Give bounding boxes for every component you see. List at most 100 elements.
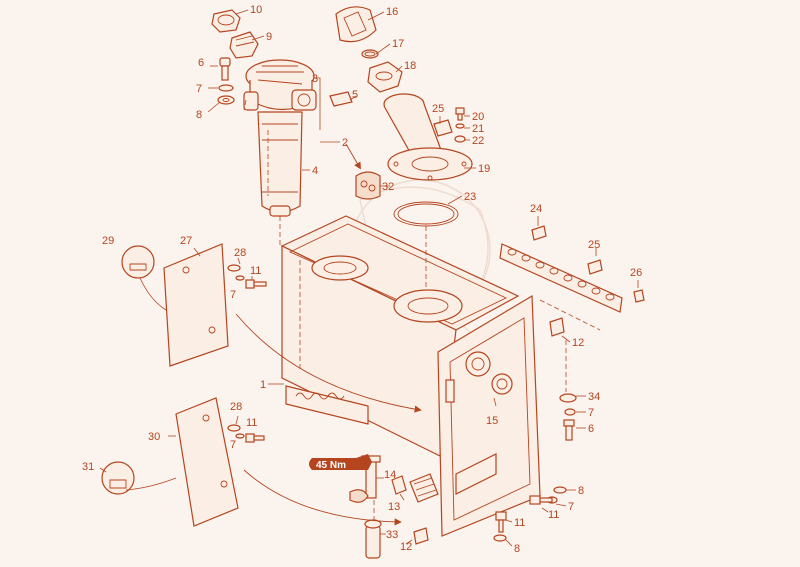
washer-8-right xyxy=(553,486,567,494)
washer-8-bottom xyxy=(493,534,507,542)
callout-14: 14 xyxy=(384,469,396,481)
callout-7-right: 7 xyxy=(588,407,594,419)
filter-cap-10 xyxy=(211,9,241,33)
callout-6-top: 6 xyxy=(198,57,204,69)
callout-22: 22 xyxy=(472,135,484,147)
callout-25-top: 25 xyxy=(432,103,444,115)
bolt-11-bottom xyxy=(495,511,507,533)
bracket-27 xyxy=(163,243,229,367)
plug-25 xyxy=(587,259,603,275)
callout-7-left: 7 xyxy=(230,289,236,301)
spring-13 xyxy=(349,489,369,503)
breather-cap-16 xyxy=(335,6,377,43)
callout-24: 24 xyxy=(530,203,542,215)
drain-plug xyxy=(409,473,439,503)
valve-5 xyxy=(329,91,353,107)
callout-4: 4 xyxy=(312,165,318,177)
callout-6-right: 6 xyxy=(588,423,594,435)
screw-6-top xyxy=(219,57,231,81)
callout-19: 19 xyxy=(478,163,490,175)
callout-7-lower: 7 xyxy=(568,501,574,513)
callout-31: 31 xyxy=(82,461,94,473)
gasket-23 xyxy=(393,201,459,227)
callout-20: 20 xyxy=(472,111,484,123)
washer-22 xyxy=(454,135,466,143)
plug-13 xyxy=(391,475,407,495)
fitting-9 xyxy=(229,31,259,59)
callout-21: 21 xyxy=(472,123,484,135)
callout-12-bottom: 12 xyxy=(400,541,412,553)
callout-5: 5 xyxy=(352,89,358,101)
callout-7-bottom-left: 7 xyxy=(230,439,236,451)
bolt-11-bottom-left xyxy=(245,433,265,443)
washer-8-top xyxy=(217,95,235,105)
callout-8-top: 8 xyxy=(196,109,202,121)
clip-12-top xyxy=(549,317,565,337)
callout-29: 29 xyxy=(102,235,114,247)
torque-badge-label: 45 Nm xyxy=(316,460,346,471)
callout-10: 10 xyxy=(250,4,262,16)
screw-20 xyxy=(455,107,465,121)
detail-31 xyxy=(101,461,177,495)
callout-28-bottom: 28 xyxy=(230,401,242,413)
callout-3: 3 xyxy=(312,73,318,85)
level-strip xyxy=(499,243,623,313)
filter-head-3 xyxy=(243,59,317,111)
callout-32: 32 xyxy=(382,181,394,193)
callout-23: 23 xyxy=(464,191,476,203)
tank-side-panel xyxy=(437,294,541,537)
washer-7-left xyxy=(235,275,245,281)
callout-17: 17 xyxy=(392,38,404,50)
rod-33 xyxy=(364,519,382,559)
grommet-34 xyxy=(559,393,577,403)
callout-28-top: 28 xyxy=(234,247,246,259)
callout-8-bottom: 8 xyxy=(514,543,520,555)
plug-24 xyxy=(531,225,547,241)
callout-11-right: 11 xyxy=(548,509,559,521)
callout-26: 26 xyxy=(630,267,642,279)
callout-7-top: 7 xyxy=(196,83,202,95)
callout-30: 30 xyxy=(148,431,160,443)
callout-2: 2 xyxy=(342,137,348,149)
bolt-11-right xyxy=(529,495,553,505)
washer-28-top xyxy=(227,264,241,272)
filter-bowl-4 xyxy=(257,111,303,217)
install-arrows xyxy=(235,143,422,526)
callout-1: 1 xyxy=(260,379,266,391)
tank-1 xyxy=(280,215,520,457)
bracket-30 xyxy=(175,397,239,527)
washer-7-right xyxy=(564,408,576,416)
filler-neck-19 xyxy=(383,93,473,181)
callout-8-right: 8 xyxy=(578,485,584,497)
washer-21 xyxy=(455,123,465,129)
callout-11-left: 11 xyxy=(250,265,261,277)
callout-34: 34 xyxy=(588,391,600,403)
fitting-25-top xyxy=(433,119,453,137)
plug-26 xyxy=(633,289,645,303)
callout-15: 15 xyxy=(486,415,498,427)
leader-lines xyxy=(99,9,639,547)
callout-27: 27 xyxy=(180,235,192,247)
detail-29 xyxy=(121,245,167,311)
callout-12-top: 12 xyxy=(572,337,584,349)
callout-16: 16 xyxy=(386,6,398,18)
callout-13: 13 xyxy=(388,501,400,513)
washer-28-bottom xyxy=(227,424,241,432)
screw-6-right xyxy=(563,419,575,441)
callout-25-right: 25 xyxy=(588,239,600,251)
callout-18: 18 xyxy=(404,60,416,72)
washer-7-top xyxy=(218,84,234,92)
callout-9: 9 xyxy=(266,31,272,43)
callout-33: 33 xyxy=(386,529,398,541)
washer-7-bottom-left xyxy=(235,433,245,439)
clip-12-bottom xyxy=(413,527,429,545)
torque-badge: 45 Nm xyxy=(309,454,372,471)
callout-11-bottom-left: 11 xyxy=(246,417,257,429)
assembly-lines xyxy=(243,99,601,520)
bolt-11-left xyxy=(245,279,267,289)
callouts: 10 9 16 17 18 6 7 8 3 5 2 4 32 25 20 21 … xyxy=(82,4,642,555)
seal-kit-32 xyxy=(355,171,381,200)
callout-11-bottom: 11 xyxy=(514,517,525,529)
